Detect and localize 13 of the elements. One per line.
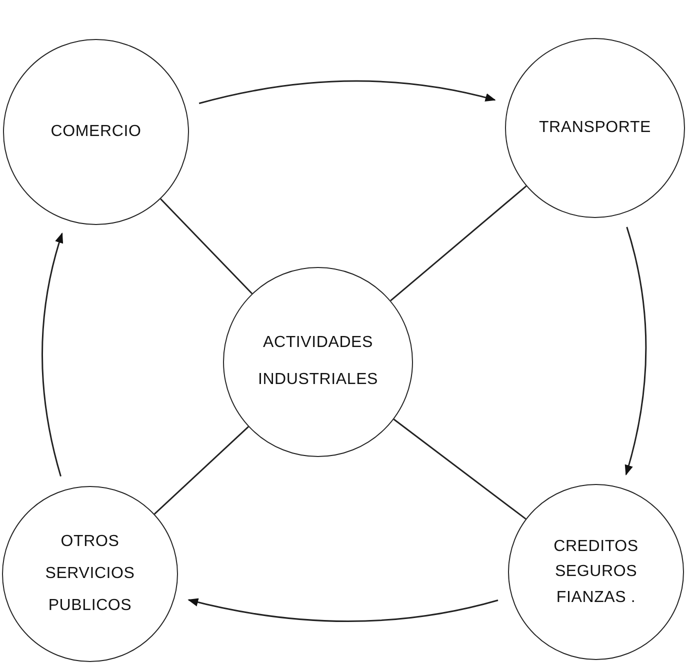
sector-label: COMERCIO [50,122,142,142]
curved-arrow [188,598,498,622]
sector-label: TRANSPORTE [538,118,652,138]
curved-arrow [42,232,64,476]
connector-line [393,418,526,520]
connector-line [154,426,249,515]
sector-label: CREDITOS SEGUROS FIANZAS . [552,536,640,608]
curved-arrow [198,80,496,104]
connector-line [160,198,253,294]
connector-line [390,186,527,302]
curved-arrow [624,226,647,476]
sector-label: ACTIVIDADES INDUSTRIALES [256,333,380,390]
sector-label: OTROS SERVICIOS PUBLICOS [44,532,136,616]
